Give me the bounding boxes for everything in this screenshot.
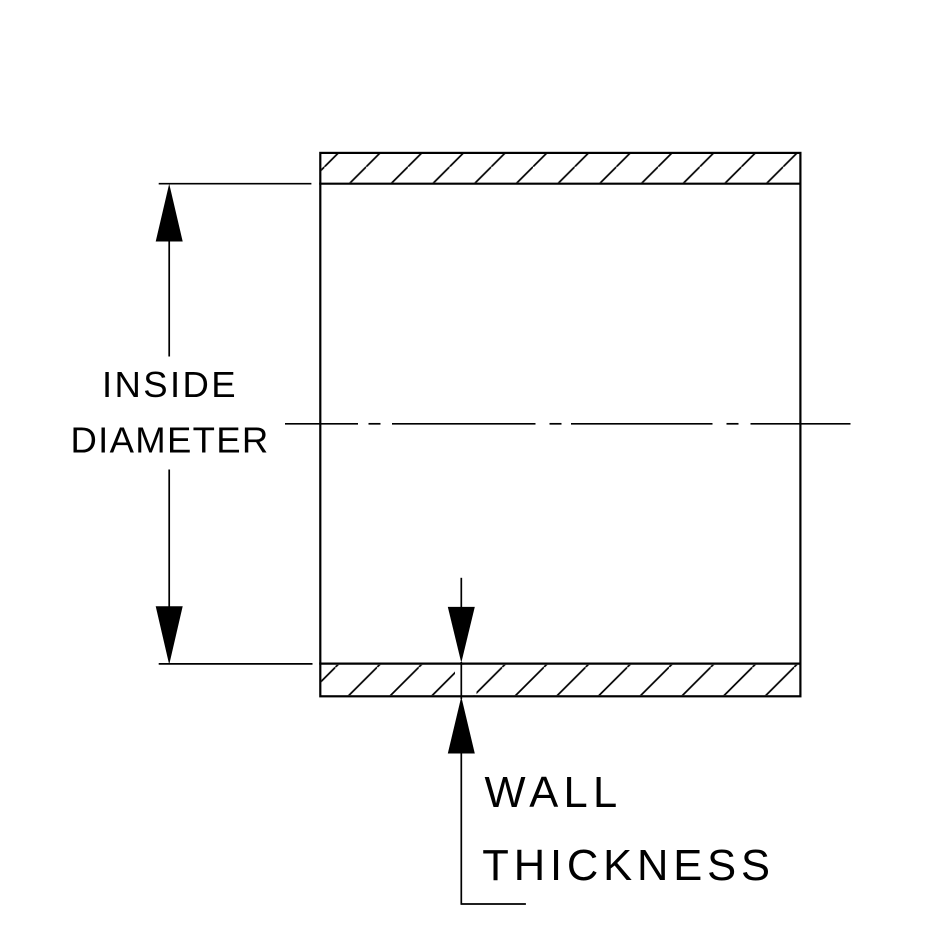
svg-text:WALL: WALL <box>485 769 623 817</box>
svg-text:THICKNESS: THICKNESS <box>482 842 775 890</box>
svg-text:INSIDE: INSIDE <box>102 364 238 405</box>
svg-text:DIAMETER: DIAMETER <box>71 420 270 461</box>
